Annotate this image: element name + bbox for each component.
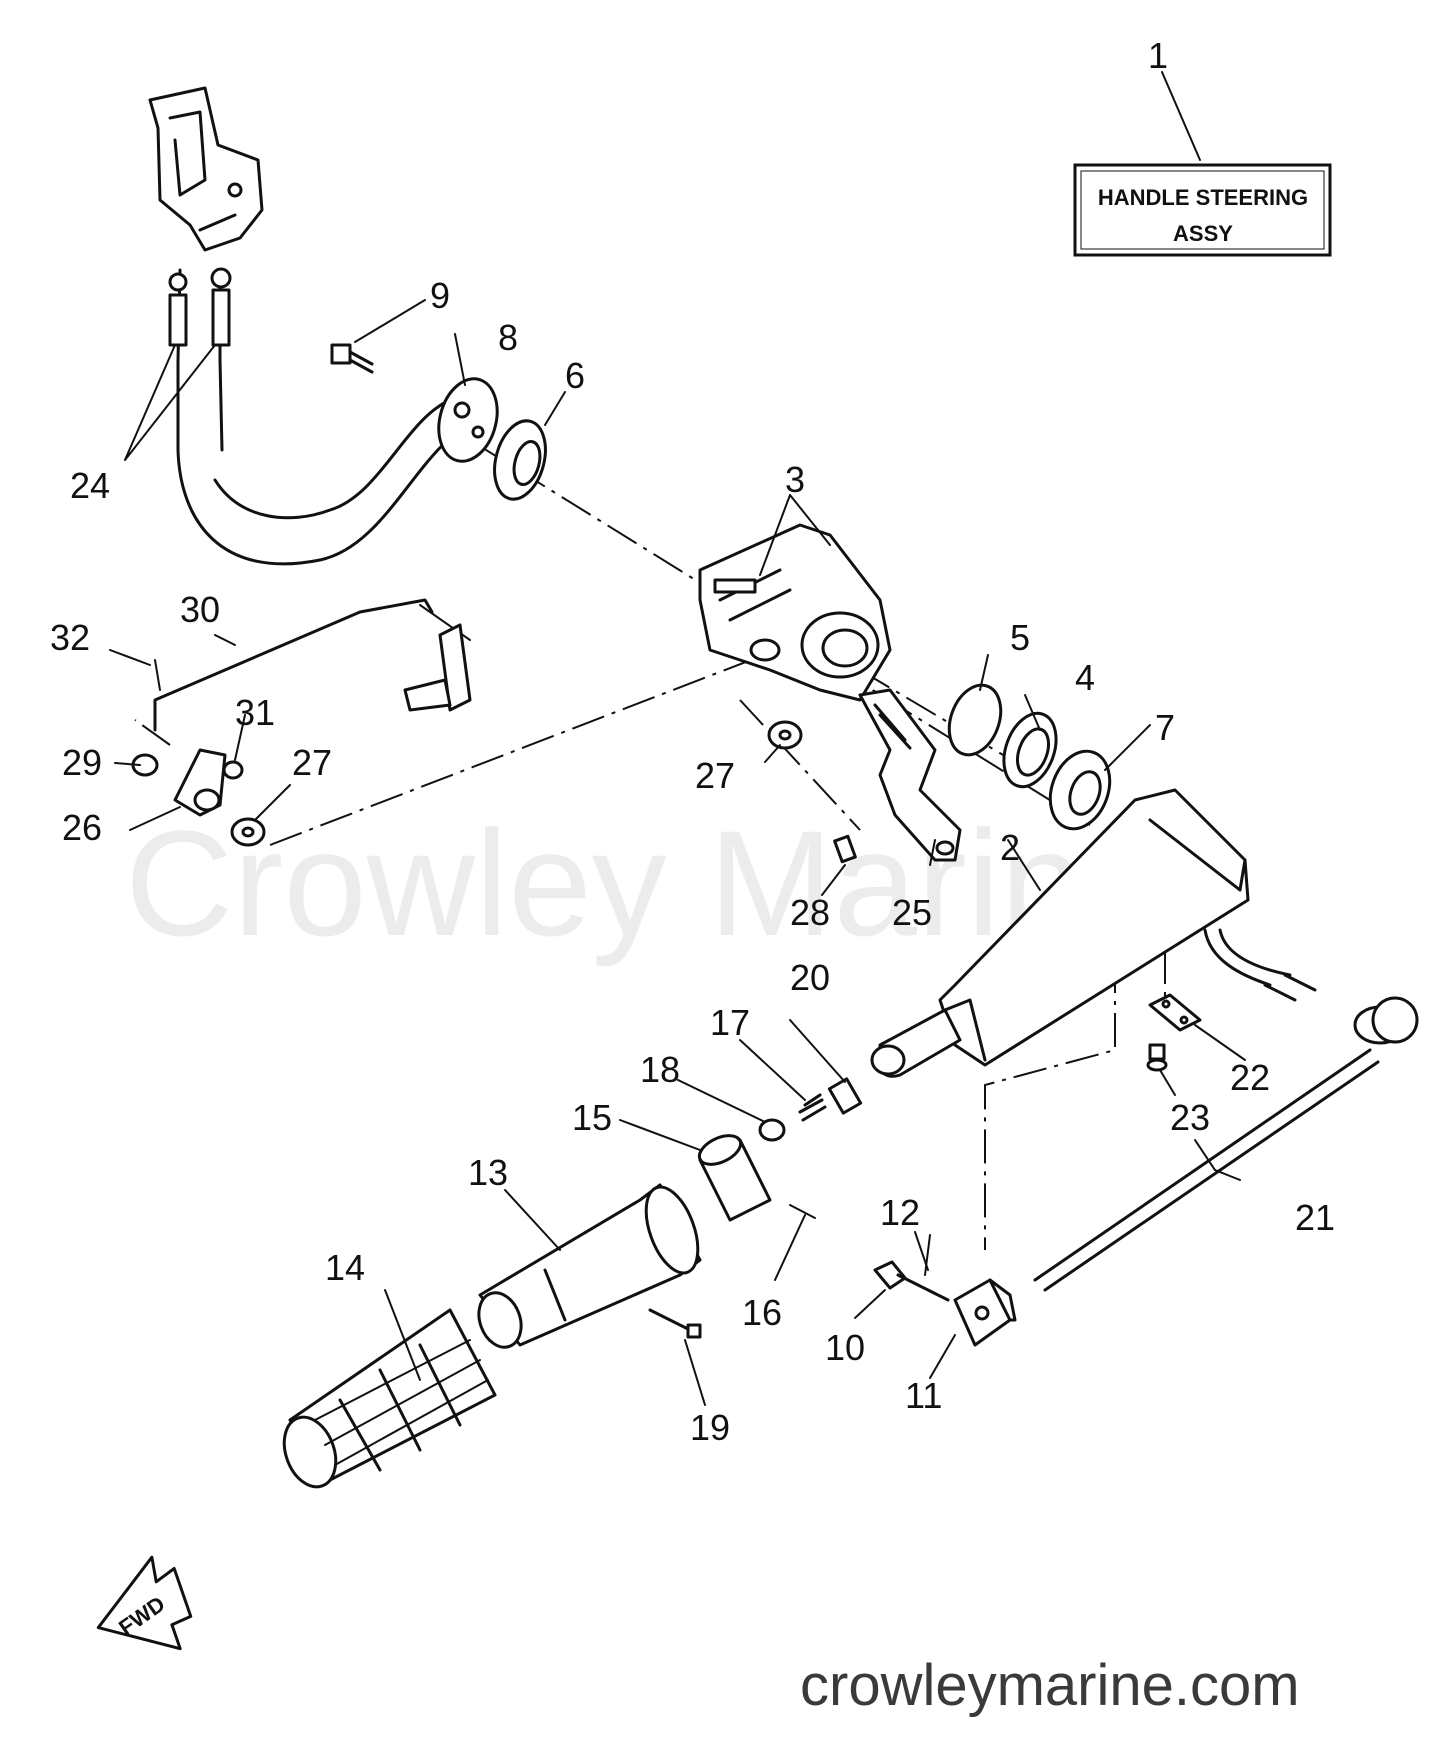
callout-10: 10 [825, 1327, 865, 1368]
callout-20: 20 [790, 957, 830, 998]
screw-23 [1146, 1043, 1168, 1072]
callout-labels: 1 2 3 4 5 6 7 8 9 10 11 12 13 14 15 16 1… [50, 35, 1335, 1448]
callout-30: 30 [180, 589, 220, 630]
leader-lines [109, 71, 1246, 1406]
callout-11: 11 [905, 1375, 942, 1416]
throttle-grip-13 [477, 1183, 702, 1349]
spring-17 [798, 1093, 827, 1122]
grip-knob-14 [282, 1308, 497, 1489]
title-line-2: ASSY [1173, 221, 1233, 246]
title-box: HANDLE STEERING ASSY [1073, 163, 1332, 257]
fwd-arrow-icon: FWD [96, 1555, 193, 1651]
callout-16: 16 [742, 1292, 782, 1333]
washer-4 [1002, 711, 1058, 789]
washer-18 [758, 1118, 786, 1142]
shift-lever-25 [858, 688, 962, 862]
callout-28: 28 [790, 892, 830, 933]
link-rod-30 [153, 598, 472, 732]
watermark: Crowley Marine [125, 799, 1167, 967]
bushing-7 [1048, 749, 1112, 831]
callout-5: 5 [1010, 617, 1030, 658]
callout-27-left: 27 [292, 742, 332, 783]
pin-28 [833, 834, 857, 864]
tiller-arm-2 [870, 788, 1317, 1078]
throttle-shaft-21 [1033, 996, 1419, 1292]
thumb-screw-10 [873, 1260, 950, 1302]
callout-6: 6 [565, 355, 585, 396]
collar-27-left [230, 817, 266, 847]
callout-19: 19 [690, 1407, 730, 1448]
collar-27-right [767, 720, 803, 750]
callout-13: 13 [468, 1152, 508, 1193]
callout-27-right: 27 [695, 755, 735, 796]
grommet-6 [493, 419, 547, 501]
bolt-9 [330, 343, 374, 374]
callout-1: 1 [1148, 35, 1168, 76]
pin-12 [924, 1234, 931, 1276]
callout-8: 8 [498, 317, 518, 358]
link-lever-26 [173, 748, 227, 817]
pin-16 [789, 1204, 816, 1219]
callout-7: 7 [1155, 707, 1175, 748]
callout-12: 12 [880, 1192, 920, 1233]
callout-21: 21 [1295, 1197, 1335, 1238]
callout-32: 32 [50, 617, 90, 658]
cable-bracket [148, 86, 264, 252]
steering-housing-3 [698, 523, 892, 702]
title-line-1: HANDLE STEERING [1098, 185, 1308, 210]
callout-3: 3 [785, 459, 805, 500]
callout-2: 2 [1000, 827, 1020, 868]
callout-4: 4 [1075, 657, 1095, 698]
callout-25: 25 [892, 892, 932, 933]
callout-18: 18 [640, 1049, 680, 1090]
plate-22 [1148, 993, 1202, 1032]
callout-23: 23 [1170, 1097, 1210, 1138]
friction-block-11 [953, 1278, 1017, 1347]
callout-26: 26 [62, 807, 102, 848]
spring-20 [827, 1077, 863, 1115]
throttle-cables [168, 267, 482, 566]
callout-15: 15 [572, 1097, 612, 1138]
callout-29: 29 [62, 742, 102, 783]
callout-31: 31 [235, 692, 275, 733]
callout-22: 22 [1230, 1057, 1270, 1098]
callout-14: 14 [325, 1247, 365, 1288]
callout-24: 24 [70, 465, 110, 506]
callout-17: 17 [710, 1002, 750, 1043]
plate-8 [437, 377, 499, 463]
screw-19 [648, 1308, 702, 1339]
clip-32 [154, 659, 161, 691]
washer-31 [222, 760, 244, 780]
callout-9: 9 [430, 275, 450, 316]
website-text: crowleymarine.com [800, 1653, 1300, 1718]
o-ring-5 [947, 683, 1003, 757]
collar-15 [697, 1134, 772, 1222]
